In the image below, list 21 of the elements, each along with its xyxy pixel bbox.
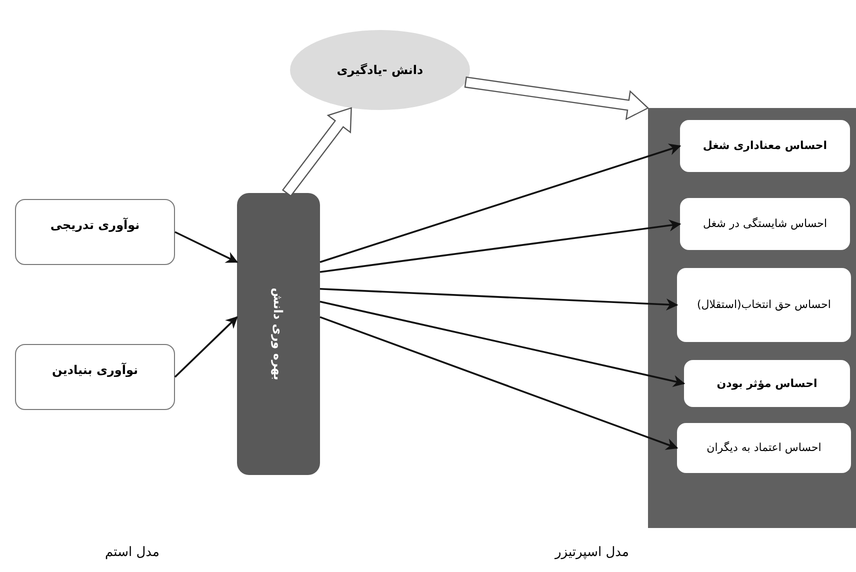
model-caption: مدل استم (105, 545, 160, 560)
arrow (174, 231, 238, 263)
block-arrow (282, 107, 352, 197)
arrow (320, 288, 678, 310)
dimension-box: احساس اعتماد به دیگران (677, 423, 851, 473)
concept-box: نوآوری تدریجی (15, 199, 175, 265)
concept-ellipse: دانش -یادگیری (290, 30, 470, 110)
dimension-box: احساس معناداری شغل (680, 120, 850, 172)
arrow (320, 219, 682, 273)
arrow (320, 300, 686, 387)
dimension-box: احساس شایستگی در شغل (680, 198, 850, 250)
arrow (320, 144, 682, 263)
arrow (320, 316, 678, 450)
arrow (174, 316, 238, 378)
concept-box: نوآوری بنیادین (15, 344, 175, 410)
dimension-box: احساس حق انتخاب(استقلال) (677, 268, 851, 342)
dimension-panel (648, 108, 856, 528)
model-caption: مدل اسپرتیزر (555, 545, 629, 560)
dimension-box: احساس مؤثر بودن (684, 360, 850, 407)
central-bar: بهره وری دانش (237, 193, 320, 475)
block-arrow (464, 76, 650, 120)
